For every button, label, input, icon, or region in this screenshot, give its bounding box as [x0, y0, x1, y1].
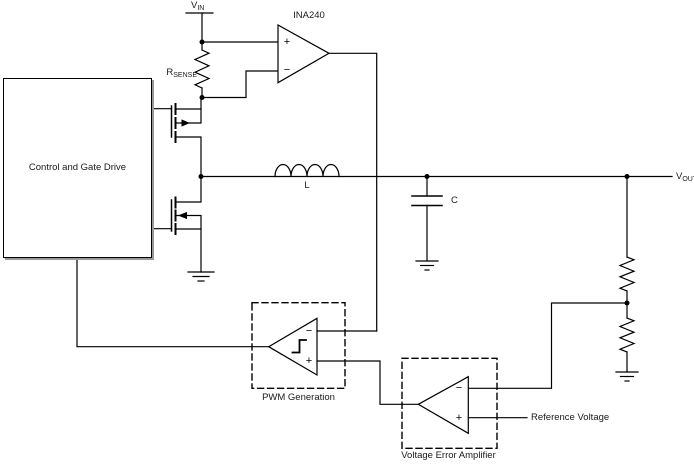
ina240-plus-sign: + [283, 36, 291, 48]
high-side-pmos-transistor [151, 96, 202, 178]
pwm-block-label: PWM Generation [262, 392, 335, 403]
wire-ina-output [328, 52, 378, 332]
output-capacitor [411, 175, 443, 262]
wire-feedback [467, 302, 628, 389]
capacitor-label: C [451, 195, 458, 206]
wire-pwm-output [76, 257, 270, 348]
ina240-opamp-triangle [277, 23, 331, 84]
rsense-resistor [193, 49, 211, 99]
nmos-body-arrow [178, 211, 187, 220]
vin-rail-symbol [185, 12, 214, 51]
vea-plus-sign: + [455, 412, 463, 424]
vea-block-label: Voltage Error Amplifier [401, 450, 496, 461]
ground-symbol-cap [415, 260, 439, 271]
vea-block-dashed-box [401, 357, 498, 449]
control-gate-drive-label: Control and Gate Drive [28, 162, 127, 173]
vea-opamp-triangle [417, 375, 469, 435]
pmos-body-arrow [181, 119, 190, 127]
feedback-divider-resistors [618, 175, 636, 373]
hysteresis-icon [291, 339, 307, 354]
inductor-label: L [304, 180, 310, 191]
ina240-label: INA240 [293, 10, 325, 21]
pwm-plus-sign: + [305, 355, 313, 367]
pwm-minus-sign: − [305, 325, 313, 337]
ground-symbol-fet [187, 271, 215, 282]
ina240-minus-sign: − [283, 64, 291, 76]
low-side-nmos-transistor [151, 175, 202, 273]
control-gate-drive-box [3, 78, 152, 258]
inductor-coil [274, 163, 340, 178]
vout-label: VOUT [676, 171, 694, 183]
pwm-comparator-triangle [267, 317, 318, 377]
ground-symbol-divider [615, 371, 639, 382]
vin-label: VIN [191, 0, 205, 12]
vea-minus-sign: − [455, 382, 463, 394]
reference-voltage-label: Reference Voltage [531, 412, 610, 423]
pwm-block-dashed-box [251, 302, 346, 390]
junction-dots [198, 39, 630, 306]
rsense-label: RSENSE [166, 67, 197, 79]
wire-pwm-plus-input [316, 360, 419, 405]
wire-ina-minus-input [201, 70, 279, 99]
